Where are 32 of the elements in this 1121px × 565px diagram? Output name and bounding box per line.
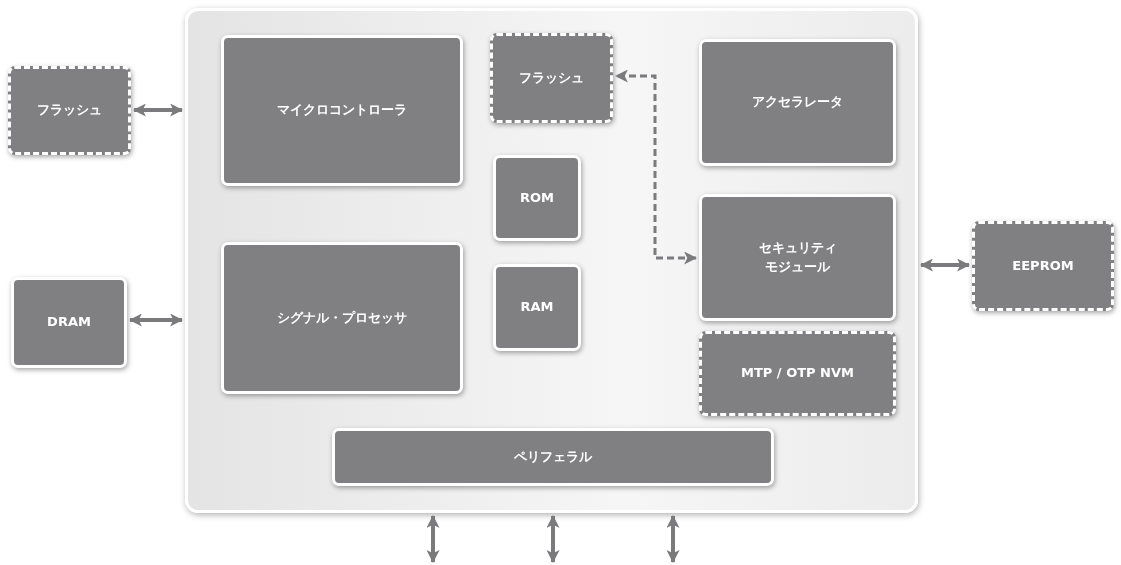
double-arrow <box>426 514 440 564</box>
block-box <box>221 35 463 186</box>
dashed-block-box <box>972 221 1114 311</box>
block-label: EEPROM <box>1012 256 1074 275</box>
block-label: フラッシュ <box>519 68 584 87</box>
double-arrow <box>132 103 184 117</box>
chip-panel <box>185 8 918 513</box>
block-box <box>332 428 774 486</box>
block-label: アクセラレータ <box>752 93 843 112</box>
block-box <box>11 277 127 368</box>
double-arrow <box>919 258 971 272</box>
block-label: フラッシュ <box>37 101 102 120</box>
double-arrow <box>128 313 184 327</box>
block-box <box>699 39 896 166</box>
block-label: DRAM <box>47 313 91 332</box>
dashed-block-box <box>8 66 131 155</box>
block-label: マイクロコントローラ <box>277 101 407 120</box>
block-label: ROM <box>520 188 554 207</box>
block-box <box>493 155 581 241</box>
block-label: セキュリティモジュール <box>757 238 838 276</box>
dashed-block-box <box>699 331 896 416</box>
block-box <box>221 242 463 394</box>
block-label: ペリフェラル <box>514 447 592 466</box>
block-label: MTP / OTP NVM <box>741 364 854 383</box>
block-label: シグナル・プロセッサ <box>277 308 407 327</box>
dashed-arrow <box>614 69 698 265</box>
block-box <box>493 264 581 351</box>
double-arrow <box>666 514 680 564</box>
double-arrow <box>546 514 560 564</box>
block-box <box>699 194 896 321</box>
dashed-block-box <box>490 33 613 123</box>
block-label: RAM <box>520 298 554 317</box>
